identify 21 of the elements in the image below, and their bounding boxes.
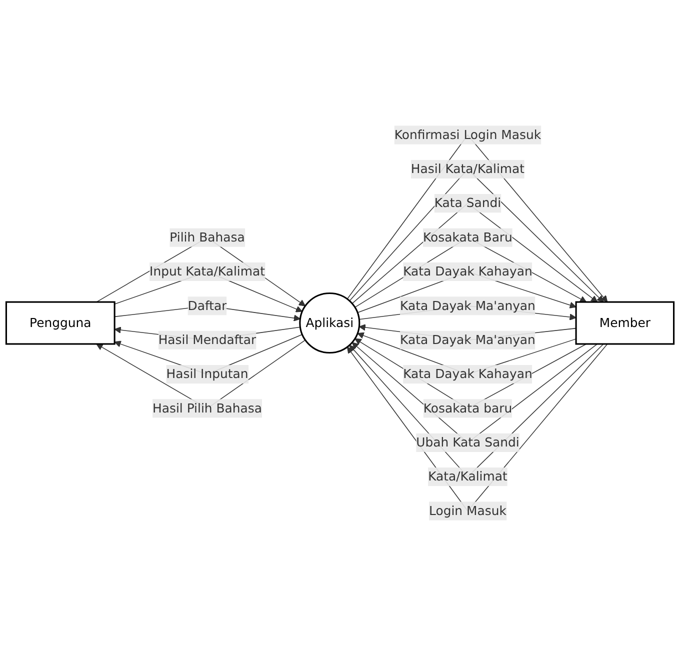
edge-label: Pilih Bahasa (170, 230, 245, 245)
edge-label: Kosakata Baru (423, 230, 512, 245)
node-box: Member (575, 301, 675, 345)
edge-label: Daftar (188, 298, 227, 313)
edge-label: Kata Dayak Kahayan (403, 264, 532, 279)
edge-label: Login Masuk (429, 503, 506, 518)
edge-label: Kata/Kalimat (428, 469, 508, 484)
edge-label: Konfirmasi Login Masuk (394, 127, 542, 142)
node-box: Pengguna (5, 301, 116, 345)
edge-label: Kata Dayak Ma'anyan (400, 298, 536, 313)
edge-label: Kata Sandi (434, 196, 502, 210)
edge-label: Kata Dayak Kahayan (403, 366, 532, 382)
edge-label: Hasil Inputan (166, 366, 248, 382)
edge-label: Kata Dayak Ma'anyan (400, 332, 536, 348)
edge-label: Hasil Mendaftar (158, 332, 256, 348)
edge-label: Input Kata/Kalimat (150, 264, 265, 279)
edge-label: Hasil Pilih Bahasa (152, 400, 262, 416)
node-circle: Aplikasi (299, 292, 360, 354)
edge-label: Hasil Kata/Kalimat (410, 161, 525, 176)
edge-label: Ubah Kata Sandi (416, 434, 520, 450)
edge-label: Kosakata baru (423, 400, 512, 416)
